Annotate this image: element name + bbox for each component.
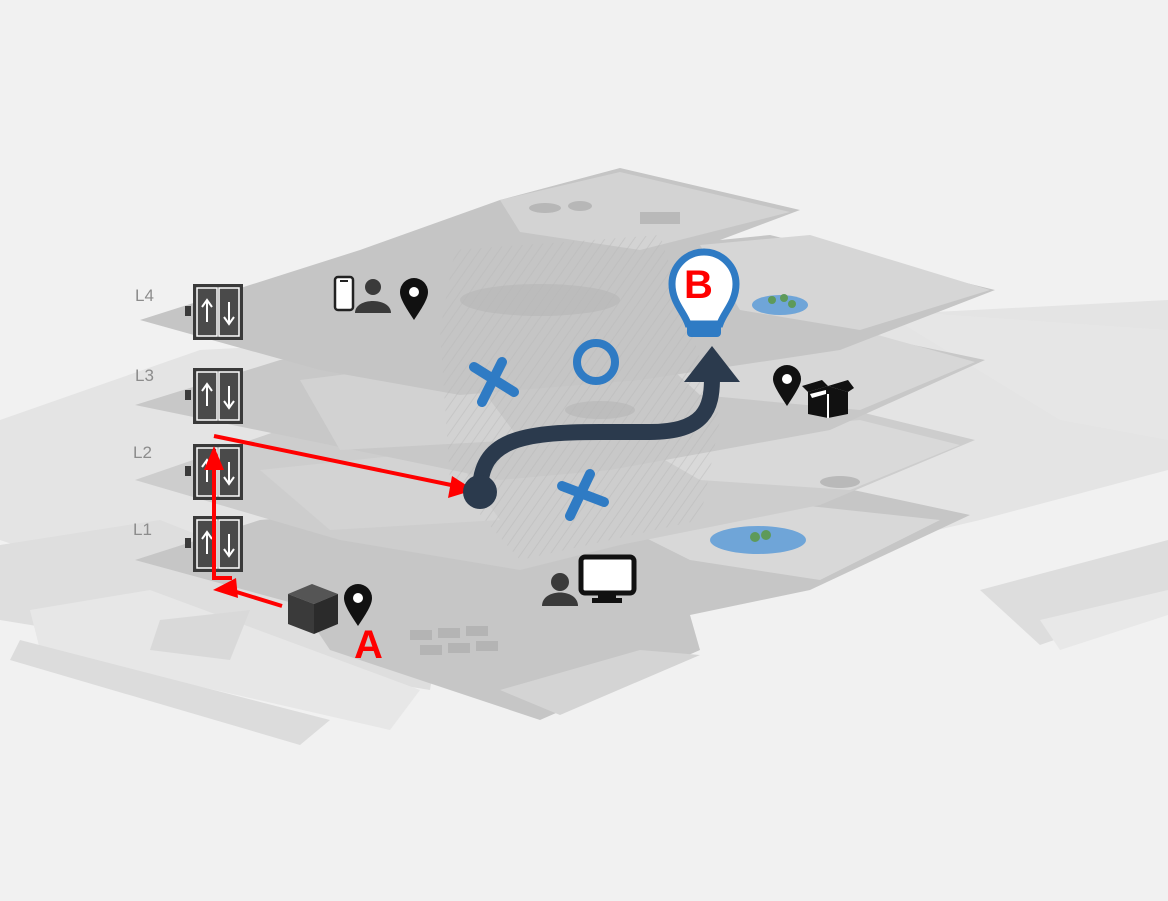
red-route (212, 434, 457, 608)
open-box-icon (802, 380, 854, 418)
elevator-column (185, 284, 243, 572)
location-pin-icon (773, 365, 801, 406)
red-route-arrowheads (204, 446, 474, 598)
elevator-icon (185, 368, 243, 424)
location-pin-icon (344, 584, 372, 626)
circle-icon (573, 339, 619, 385)
pond-l4 (752, 295, 808, 315)
floor-label-l2: L2 (133, 443, 152, 462)
phone-icon (333, 275, 355, 312)
person-icon (355, 279, 391, 313)
point-b-label: B (684, 263, 713, 307)
monitor-icon (578, 554, 637, 603)
point-a-label: A (354, 623, 383, 667)
cross-icon (557, 469, 609, 521)
floor-labels: L4 L3 L2 L1 (133, 286, 154, 539)
elevator-icon (185, 284, 243, 340)
cross-icon (469, 357, 519, 407)
route-node (463, 475, 497, 509)
floor-label-l1: L1 (133, 520, 152, 539)
floor-l1-tiles (410, 626, 498, 655)
navy-route-arrowhead (684, 346, 740, 382)
cube-icon (288, 584, 338, 634)
person-icon (542, 573, 578, 606)
lightbulb-icon (668, 248, 740, 337)
atrium-void (440, 235, 720, 560)
location-pin-icon (400, 278, 428, 320)
floor-label-l4: L4 (135, 286, 154, 305)
navy-route (472, 370, 720, 500)
floor-label-l3: L3 (135, 366, 154, 385)
